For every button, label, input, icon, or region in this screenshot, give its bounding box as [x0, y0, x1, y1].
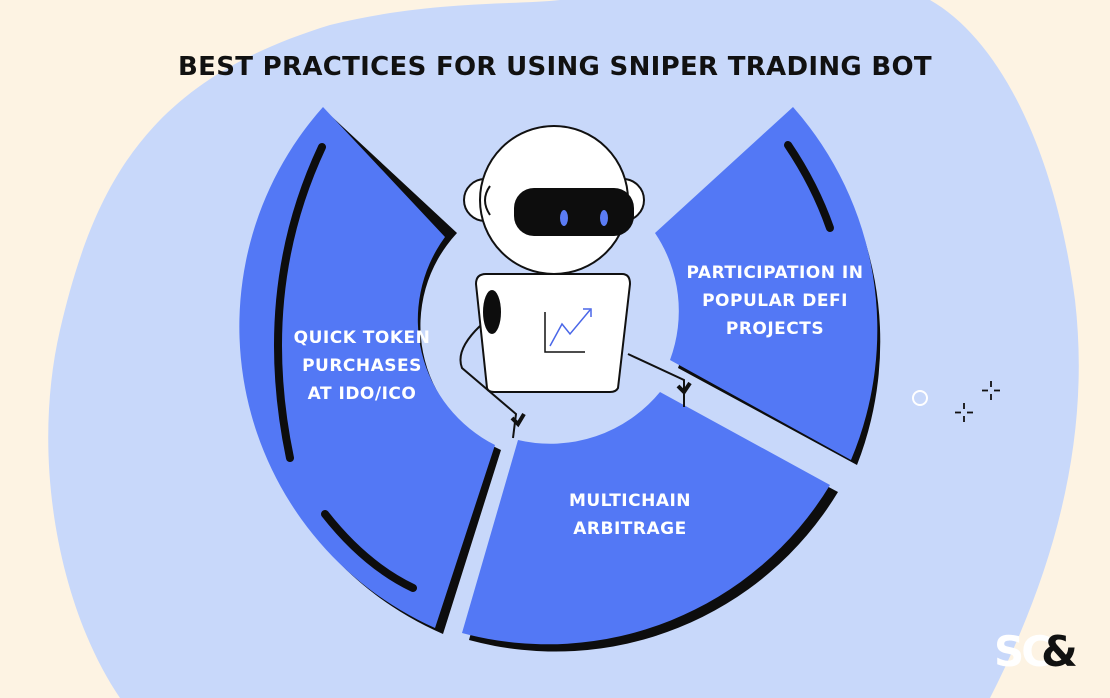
segment-left-arc-top [274, 143, 326, 462]
chart-icon [544, 308, 592, 353]
brand-logo: SC& [994, 627, 1078, 676]
logo-ampersand: & [1041, 627, 1078, 676]
segment-left [239, 107, 495, 628]
sparkle-icon [982, 381, 1000, 400]
robot-ear-detail [484, 185, 491, 216]
robot-visor [514, 188, 634, 236]
segment-label-quick-token-purchases: QUICK TOKEN PURCHASES AT IDO/ICO [293, 328, 431, 404]
segment-right [655, 107, 878, 460]
circle-icon [912, 390, 928, 406]
segment-label-multichain-arbitrage: MULTICHAIN ARBITRAGE [568, 491, 692, 539]
chart-trend-line [549, 309, 591, 347]
robot-shoulder [483, 290, 501, 334]
segment-label-defi-participation: PARTICIPATION IN POPULAR DEFI PROJECTS [686, 263, 864, 339]
segment-bottom [462, 392, 830, 645]
chart-arrow-head [583, 308, 592, 317]
robot-right-arm [627, 353, 685, 407]
robot-eye-right [600, 210, 608, 226]
robot-eye-left [560, 210, 568, 226]
chart-axes [544, 312, 585, 353]
infographic-title: BEST PRACTICES FOR USING SNIPER TRADING … [178, 52, 932, 82]
logo-text: SC [994, 627, 1052, 676]
robot-right-claw [676, 381, 692, 396]
robot-icon [459, 125, 692, 439]
segment-right-arc [784, 141, 834, 232]
segment-left-arc-bottom [321, 510, 417, 592]
sparkle-icon [955, 403, 973, 422]
robot-body [474, 273, 632, 393]
robot-left-claw [510, 412, 526, 428]
robot-left-arm [459, 325, 518, 439]
